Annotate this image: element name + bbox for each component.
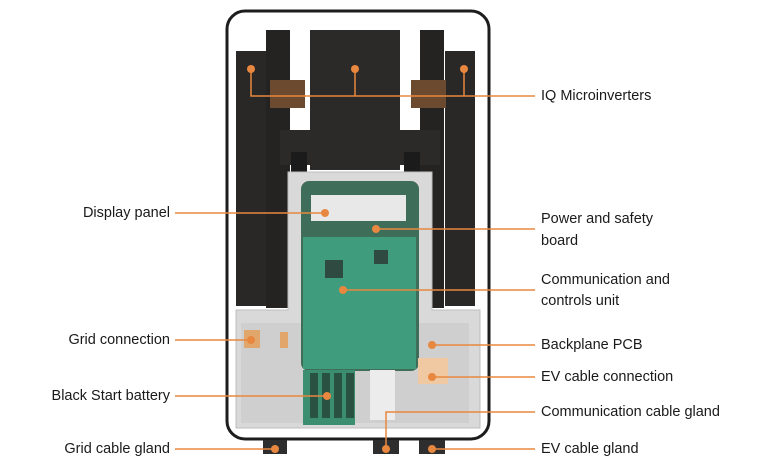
leader-lines (175, 69, 535, 450)
label-black-start-battery: Black Start battery (51, 388, 170, 404)
label-comm-controls-line2: controls unit (541, 293, 620, 309)
label-ev-cable-connection: EV cable connection (541, 369, 674, 385)
callout-dots (247, 65, 468, 453)
connector-left (270, 80, 305, 108)
label-comm-cable-gland: Communication cable gland (541, 404, 720, 420)
comm-board (303, 237, 416, 369)
label-ev-cable-gland: EV cable gland (541, 441, 639, 457)
connector-right (411, 80, 446, 108)
display-panel (311, 195, 406, 221)
microinverter-left-inner (266, 30, 290, 308)
label-power-safety-line1: Power and safety (541, 211, 654, 227)
label-display-panel: Display panel (82, 205, 170, 221)
label-comm-controls-line1: Communication and (541, 272, 670, 288)
label-grid-connection: Grid connection (68, 332, 170, 348)
label-iq-microinverters: IQ Microinverters (541, 88, 652, 104)
label-grid-cable-gland: Grid cable gland (64, 441, 170, 457)
microinverter-right (445, 51, 475, 306)
label-power-safety-line2: board (541, 233, 579, 249)
label-backplane-pcb: Backplane PCB (541, 337, 643, 353)
